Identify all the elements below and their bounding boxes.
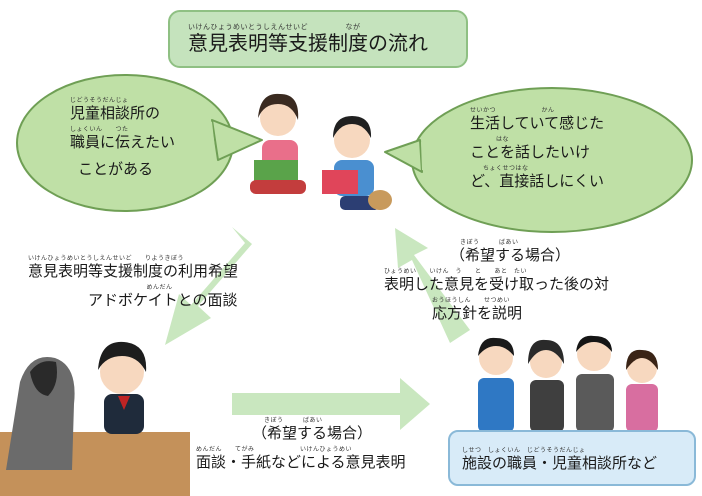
right-bubble-line-1: 生活していて感じた <box>470 114 605 132</box>
opinion-expression-furigana-1: めんだん てがみ いけんひょうめい <box>196 446 353 453</box>
response-policy-furigana-0: きぼう ばあい <box>460 239 519 246</box>
response-policy-line-1: 表明した意見を受け取った後の対 <box>384 275 610 293</box>
title-box <box>168 10 468 68</box>
title-furigana: いけんひょうめいとうしえんせいど なが <box>188 23 361 31</box>
usage-request-line-1: 意見表明等支援制度の利用希望 <box>28 262 239 280</box>
interview-illustration <box>0 341 190 496</box>
right-bubble-text: せいかつ かん 生活していて感じた はな ことを話したいけ ちょくせつはな ど、… <box>470 108 604 195</box>
usage-request-line-2: アドボケイトとの面談 <box>88 291 238 309</box>
usage-request-furigana-2: めんだん <box>88 284 173 291</box>
opinion-expression-label: きぼう ばあい （希望する場合） めんだん てがみ いけんひょうめい 面談・手紙… <box>196 418 406 476</box>
left-speech-bubble <box>16 74 263 212</box>
children-reading-illustration <box>250 93 392 210</box>
right-bubble-furigana-1: せいかつ かん <box>470 107 555 114</box>
arrow-right <box>232 378 430 430</box>
response-policy-line-2: 応方針を説明 <box>432 304 523 322</box>
left-bubble-text: じどうそうだんじょ 児童相談所の しょくいん つた 職員に伝えたい ことがある <box>70 98 175 183</box>
left-bubble-line-1: 児童相談所の <box>70 104 161 122</box>
title-text: 意見表明等支援制度の流れ <box>188 31 428 55</box>
right-bubble-furigana-2: はな <box>470 136 510 143</box>
staff-box-furigana: しせつ しょくいん じどうそうだんじょ <box>462 447 586 454</box>
left-bubble-line-2: 職員に伝えたい <box>70 133 176 151</box>
opinion-expression-line-1: 面談・手紙などによる意見表明 <box>196 453 406 471</box>
response-policy-label: きぼう ばあい （希望する場合） ひょうめい いけん う と あと たい 表明し… <box>384 240 609 327</box>
right-bubble-furigana-3: ちょくせつはな <box>470 165 529 172</box>
staff-box-text: しせつ しょくいん じどうそうだんじょ 施設の職員・児童相談所など <box>462 448 657 471</box>
right-bubble-line-3: ど、直接話しにくい <box>470 172 604 190</box>
staff-box-label: 施設の職員・児童相談所など <box>462 454 658 472</box>
usage-request-label: いけんひょうめいとうしえんせいど りようきぼう 意見表明等支援制度の利用希望 め… <box>28 256 238 314</box>
right-speech-bubble <box>384 87 693 233</box>
opinion-expression-furigana-0: きぼう ばあい <box>264 417 323 424</box>
response-policy-furigana-2: おうほうしん せつめい <box>432 297 511 304</box>
arrow-down-left <box>165 227 252 345</box>
usage-request-furigana-1: いけんひょうめいとうしえんせいど りようきぼう <box>28 255 185 262</box>
staff-group-illustration <box>478 335 658 432</box>
arrow-up-left <box>395 228 470 343</box>
left-bubble-furigana-1: じどうそうだんじょ <box>70 97 129 104</box>
left-bubble-line-3: ことがある <box>78 160 154 178</box>
right-bubble-line-2: ことを話したいけ <box>470 143 591 161</box>
response-policy-furigana-1: ひょうめい いけん う と あと たい <box>384 268 528 275</box>
opinion-expression-line-0: （希望する場合） <box>252 424 373 442</box>
staff-box <box>448 430 696 486</box>
page-title: いけんひょうめいとうしえんせいど なが 意見表明等支援制度の流れ <box>188 23 428 55</box>
left-bubble-furigana-2: しょくいん つた <box>70 126 129 133</box>
response-policy-line-0: （希望する場合） <box>450 246 571 264</box>
